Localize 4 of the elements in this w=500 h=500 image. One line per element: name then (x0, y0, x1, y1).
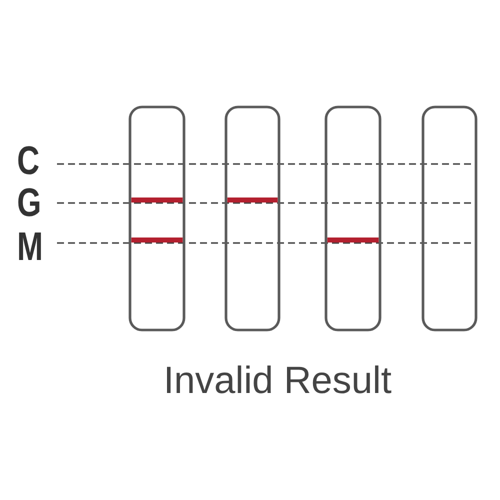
line-label: M (17, 226, 43, 266)
line-label: G (17, 182, 42, 222)
caption: Invalid Result (163, 362, 392, 400)
line-label: C (17, 140, 40, 180)
